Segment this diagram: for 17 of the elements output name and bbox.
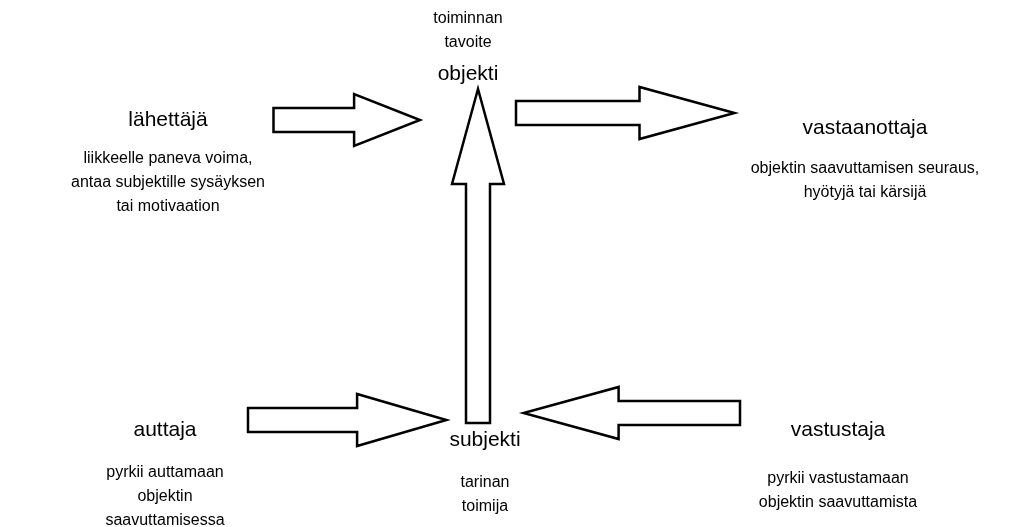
actant-description: objektin saavuttamisen seuraus, hyötyjä tai kärsijä: [749, 158, 981, 202]
block-arrow: [246, 392, 451, 448]
actant-name: subjekti: [449, 426, 521, 452]
actant-name: vastustaja: [790, 416, 886, 442]
block-arrow: [518, 385, 742, 441]
actant-description: pyrkii auttamaan objektin saavuttamisessa: [104, 462, 226, 527]
actant-description: toiminnan tavoite: [432, 8, 504, 52]
block-arrow: [272, 92, 424, 148]
actant-name: vastaanottaja: [802, 114, 928, 140]
actant-name: lähettäjä: [128, 106, 208, 132]
block-arrow: [514, 85, 740, 141]
actant-name: objekti: [437, 60, 499, 86]
actant-description: tarinan toimija: [459, 472, 511, 516]
actant-description: pyrkii vastustamaan objektin saavuttamista: [757, 468, 919, 512]
actant-name: auttaja: [133, 416, 197, 442]
block-arrow: [450, 84, 506, 425]
actant-description: liikkeelle paneva voima, antaa subjektille sysäyksen tai motivaation: [70, 148, 266, 216]
